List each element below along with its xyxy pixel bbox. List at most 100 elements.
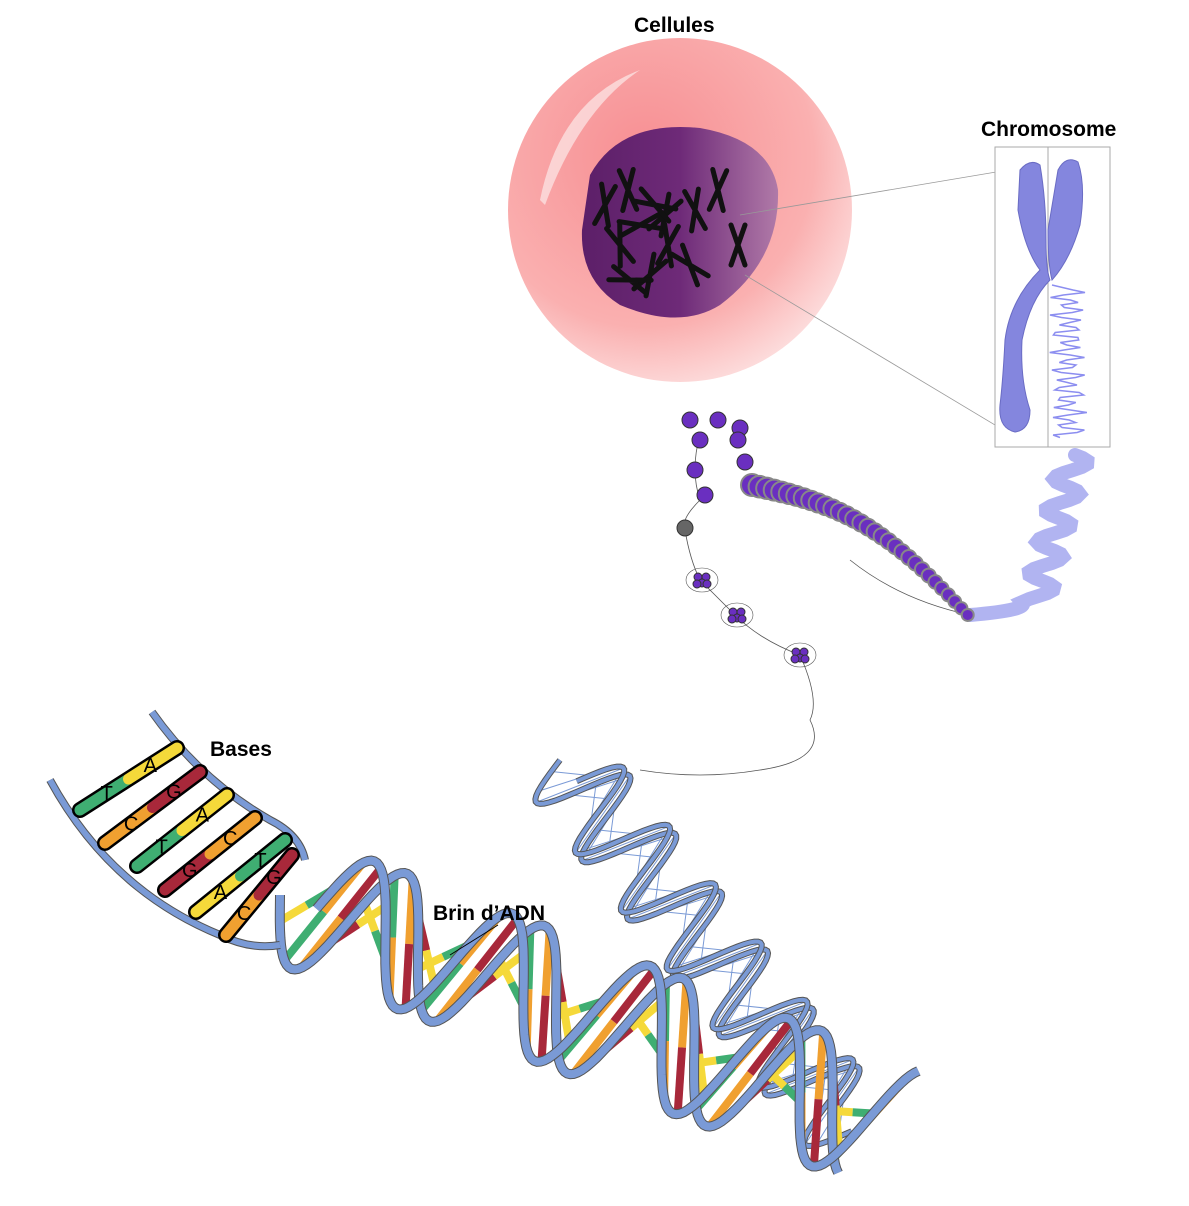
- base-rung: [734, 1004, 774, 1010]
- base-rung: [719, 1000, 808, 1037]
- base-letter: T: [101, 783, 113, 805]
- base-rung: [747, 1017, 795, 1076]
- dna-label-pointer: [449, 924, 499, 956]
- nucleosome: [691, 431, 709, 449]
- base-rung: [337, 865, 384, 921]
- nucleosome: [686, 461, 704, 479]
- base-rung: [627, 884, 716, 920]
- base-rung: [712, 950, 768, 1029]
- nucleus-chromosomes: [592, 166, 748, 299]
- chromosome-x: [682, 186, 708, 234]
- base-rung: [707, 969, 746, 975]
- nucleosome: [790, 654, 800, 664]
- base-A: [176, 789, 233, 836]
- base-G: [147, 766, 206, 813]
- base-rung: [814, 1031, 828, 1100]
- base-rung: [642, 887, 682, 893]
- base-letter: A: [144, 755, 158, 777]
- chromosome-shape: [999, 161, 1051, 433]
- nucleosome-loop: [685, 567, 719, 593]
- base-rung: [569, 1019, 617, 1077]
- base-letter: A: [196, 805, 210, 827]
- label-bases: Bases: [210, 738, 272, 761]
- base-rung: [700, 923, 707, 962]
- base-rung: [569, 794, 609, 800]
- chromosome-box: [994, 146, 1111, 448]
- nucleosome: [737, 614, 747, 624]
- base-rung: [575, 775, 631, 854]
- chromosome-x: [728, 222, 748, 268]
- chromosome-x: [606, 264, 654, 296]
- base-rung: [401, 943, 414, 1009]
- nucleosome: [696, 486, 714, 504]
- base-letter: C: [124, 813, 138, 835]
- cell-highlight: [540, 70, 640, 205]
- chromosome-x: [604, 221, 636, 269]
- base-letter: T: [254, 850, 266, 872]
- chromatin-coil: [963, 448, 1095, 622]
- nucleosome: [709, 411, 727, 429]
- backbone-strand: [275, 868, 842, 1175]
- base-A: [190, 870, 246, 918]
- base-rung: [597, 829, 636, 835]
- nucleosome: [692, 579, 702, 589]
- chromosome-x: [631, 186, 679, 224]
- nucleosome-loop: [720, 602, 754, 628]
- base-G: [253, 849, 298, 901]
- base-T: [131, 825, 188, 872]
- base-letter: C: [237, 903, 251, 925]
- solenoid-nucleosome: [960, 607, 975, 622]
- base-letter: G: [182, 860, 198, 882]
- base-rung: [524, 929, 535, 990]
- chromosome-x: [616, 212, 664, 238]
- nucleosome: [729, 431, 747, 449]
- cell: [508, 38, 852, 382]
- base-C: [99, 802, 158, 849]
- base-rung: [765, 1059, 853, 1095]
- base-rung: [621, 833, 677, 912]
- base-letter: T: [156, 836, 168, 858]
- nucleosome: [676, 519, 694, 537]
- chromosome-x: [706, 166, 730, 214]
- base-rung: [388, 875, 399, 938]
- base-rung: [281, 909, 327, 964]
- nucleosome: [681, 411, 699, 429]
- base-rung: [706, 1070, 754, 1130]
- base-rung: [682, 900, 689, 939]
- base-rung: [535, 767, 624, 803]
- backbone-strand: [47, 778, 281, 950]
- base-rung: [688, 946, 728, 952]
- base-rung: [727, 958, 735, 997]
- zoom-line: [739, 167, 1021, 216]
- base-rung: [678, 980, 691, 1048]
- base-rung: [474, 916, 521, 973]
- nucleosome: [727, 614, 737, 624]
- zoom-line: [744, 274, 1021, 441]
- nucleosomes: [676, 411, 975, 668]
- label-dna-strand: Brin d’ADN: [433, 902, 545, 925]
- backbone-strand: [313, 856, 921, 1171]
- base-rung: [590, 783, 597, 822]
- base-rung: [418, 960, 464, 1013]
- label-chromosome: Chromosome: [981, 118, 1117, 141]
- base-rung: [558, 1001, 574, 1041]
- nucleosome: [702, 579, 712, 589]
- base-letter: C: [223, 828, 237, 850]
- base-letter: G: [266, 867, 282, 889]
- base-rung: [661, 911, 700, 917]
- base-rung: [654, 865, 661, 904]
- base-letter: A: [214, 882, 228, 904]
- chromatin-fiber: [1049, 284, 1088, 439]
- base-rung: [673, 942, 762, 978]
- dna-thread: [639, 434, 971, 776]
- base-rung: [636, 841, 643, 881]
- base-G: [159, 848, 216, 896]
- chromosome-x: [655, 221, 681, 269]
- big-helix: [274, 855, 921, 1175]
- nucleosome: [736, 453, 754, 471]
- chromosome-x: [669, 242, 711, 288]
- base-letter: G: [166, 782, 182, 804]
- base-C: [220, 889, 265, 941]
